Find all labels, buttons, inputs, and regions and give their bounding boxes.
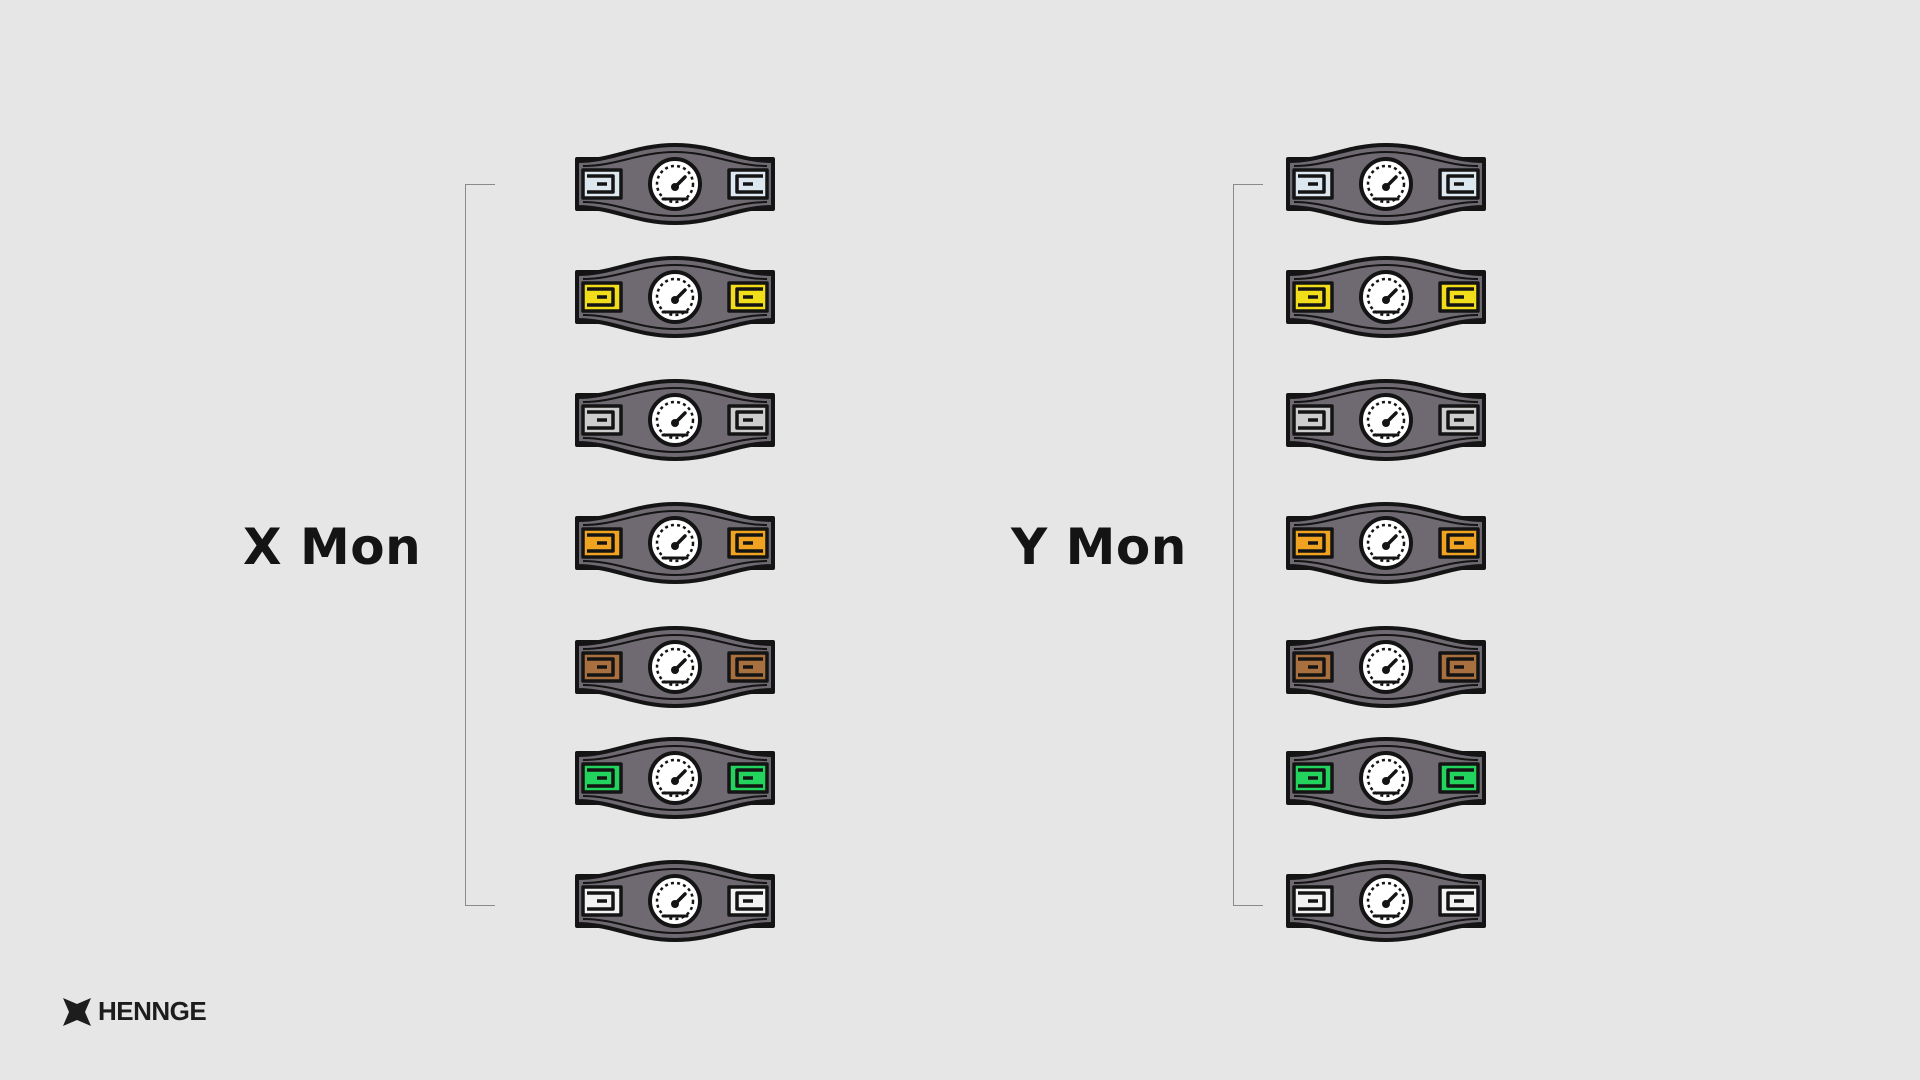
belt-x-2 [573,252,777,342]
belt-x-1 [573,139,777,229]
belt-y-4 [1284,498,1488,588]
belt-y-1 [1284,139,1488,229]
belt-y-2 [1284,252,1488,342]
group-label-x-mon: X Mon [243,518,422,576]
belt-x-5 [573,622,777,712]
bracket-x-mon [465,184,495,906]
belt-y-5 [1284,622,1488,712]
belt-y-6 [1284,733,1488,823]
belt-x-7 [573,856,777,946]
brand-logo: HENNGE [62,996,207,1027]
belt-x-3 [573,375,777,465]
belt-y-3 [1284,375,1488,465]
henngel-logo-mark-icon [63,997,91,1026]
belt-x-4 [573,498,777,588]
belt-y-7 [1284,856,1488,946]
bracket-y-mon [1233,184,1263,906]
brand-name: HENNGE [98,996,207,1026]
belt-x-6 [573,733,777,823]
group-label-y-mon: Y Mon [1011,518,1187,576]
